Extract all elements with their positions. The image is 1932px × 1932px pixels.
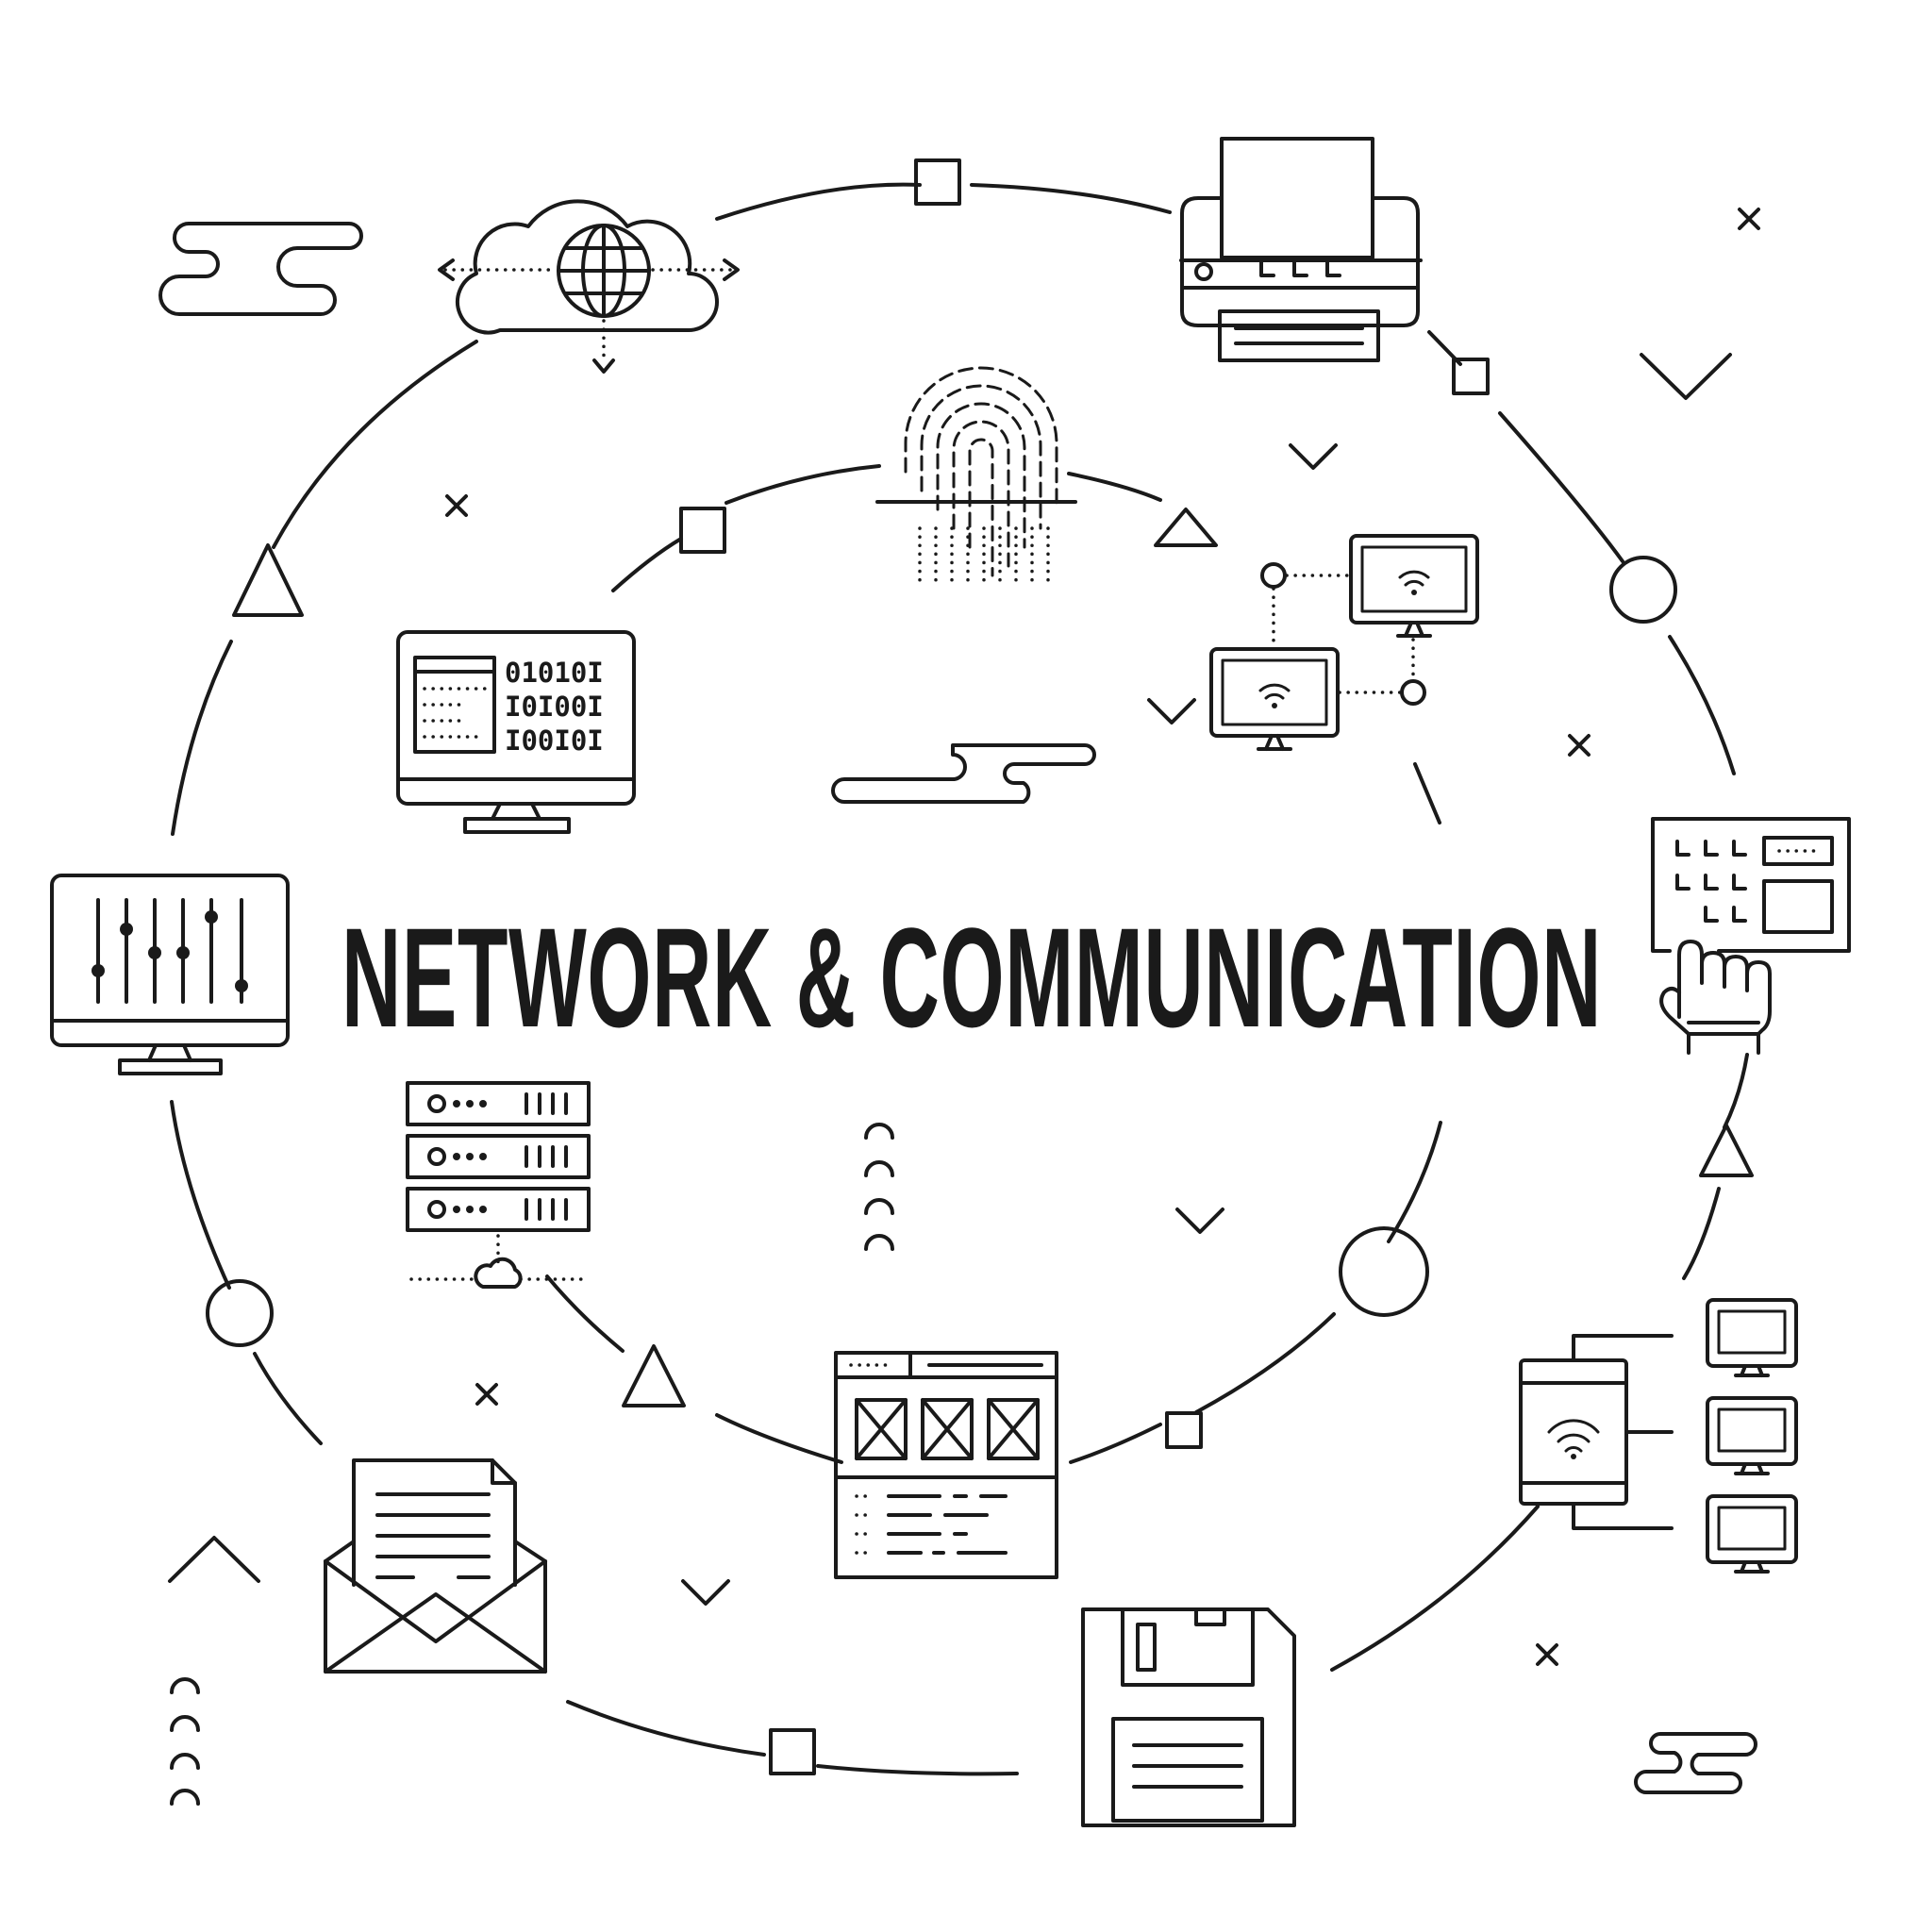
cross-decoration xyxy=(445,494,468,517)
chevron-decoration xyxy=(168,1536,260,1583)
chevron-decoration xyxy=(1289,443,1338,470)
page-title: NETWORK & COMMUNICATION xyxy=(341,898,1602,1057)
circle-marker xyxy=(206,1279,274,1347)
monitor-sliders-icon xyxy=(50,874,290,1075)
outer-ring xyxy=(170,182,1749,1776)
floppy-disk-icon xyxy=(1081,1607,1296,1827)
arcs-decoration xyxy=(170,1677,200,1806)
circle-marker xyxy=(1339,1226,1429,1317)
square-marker xyxy=(1452,358,1490,395)
square-marker xyxy=(914,158,961,206)
inner-ring xyxy=(545,464,1442,1464)
square-marker xyxy=(679,507,726,554)
cross-decoration xyxy=(1568,734,1591,757)
chevron-decoration xyxy=(1640,353,1732,400)
server-rack-icon xyxy=(406,1081,591,1289)
fingerprint-icon xyxy=(875,366,1077,589)
cloud-globe-icon xyxy=(438,199,740,374)
cross-decoration xyxy=(475,1383,498,1406)
wifi-monitors-icon xyxy=(1209,534,1479,751)
monitor-binary-icon: 01010I I0I00I I00I0I xyxy=(396,630,636,834)
circle-marker xyxy=(1609,556,1677,624)
wave-decoration xyxy=(831,743,1096,804)
printer-icon xyxy=(1179,137,1423,362)
triangle-marker xyxy=(232,543,304,617)
decorations xyxy=(158,208,1760,1806)
wave-decoration xyxy=(1634,1732,1757,1794)
touch-keypad-icon xyxy=(1651,817,1851,1055)
cross-decoration xyxy=(1536,1643,1558,1666)
arcs-decoration xyxy=(864,1123,894,1251)
triangle-marker xyxy=(622,1344,686,1407)
binary-line-3: I00I0I xyxy=(505,724,604,757)
triangle-marker xyxy=(1699,1124,1754,1177)
binary-line-2: I0I00I xyxy=(505,691,604,723)
binary-line-1: 01010I xyxy=(505,657,604,689)
router-network-icon xyxy=(1519,1298,1798,1574)
square-marker xyxy=(769,1728,816,1775)
chevron-decoration xyxy=(681,1579,730,1606)
triangle-marker xyxy=(1154,508,1218,547)
email-envelope-icon xyxy=(324,1458,547,1674)
square-marker xyxy=(1165,1411,1203,1449)
chevron-decoration xyxy=(1175,1208,1224,1234)
chevron-decoration xyxy=(1147,698,1196,724)
cross-decoration xyxy=(1738,208,1760,230)
webpage-wireframe-icon xyxy=(834,1351,1058,1579)
wave-decoration xyxy=(158,222,363,316)
ring-markers xyxy=(206,158,1754,1775)
